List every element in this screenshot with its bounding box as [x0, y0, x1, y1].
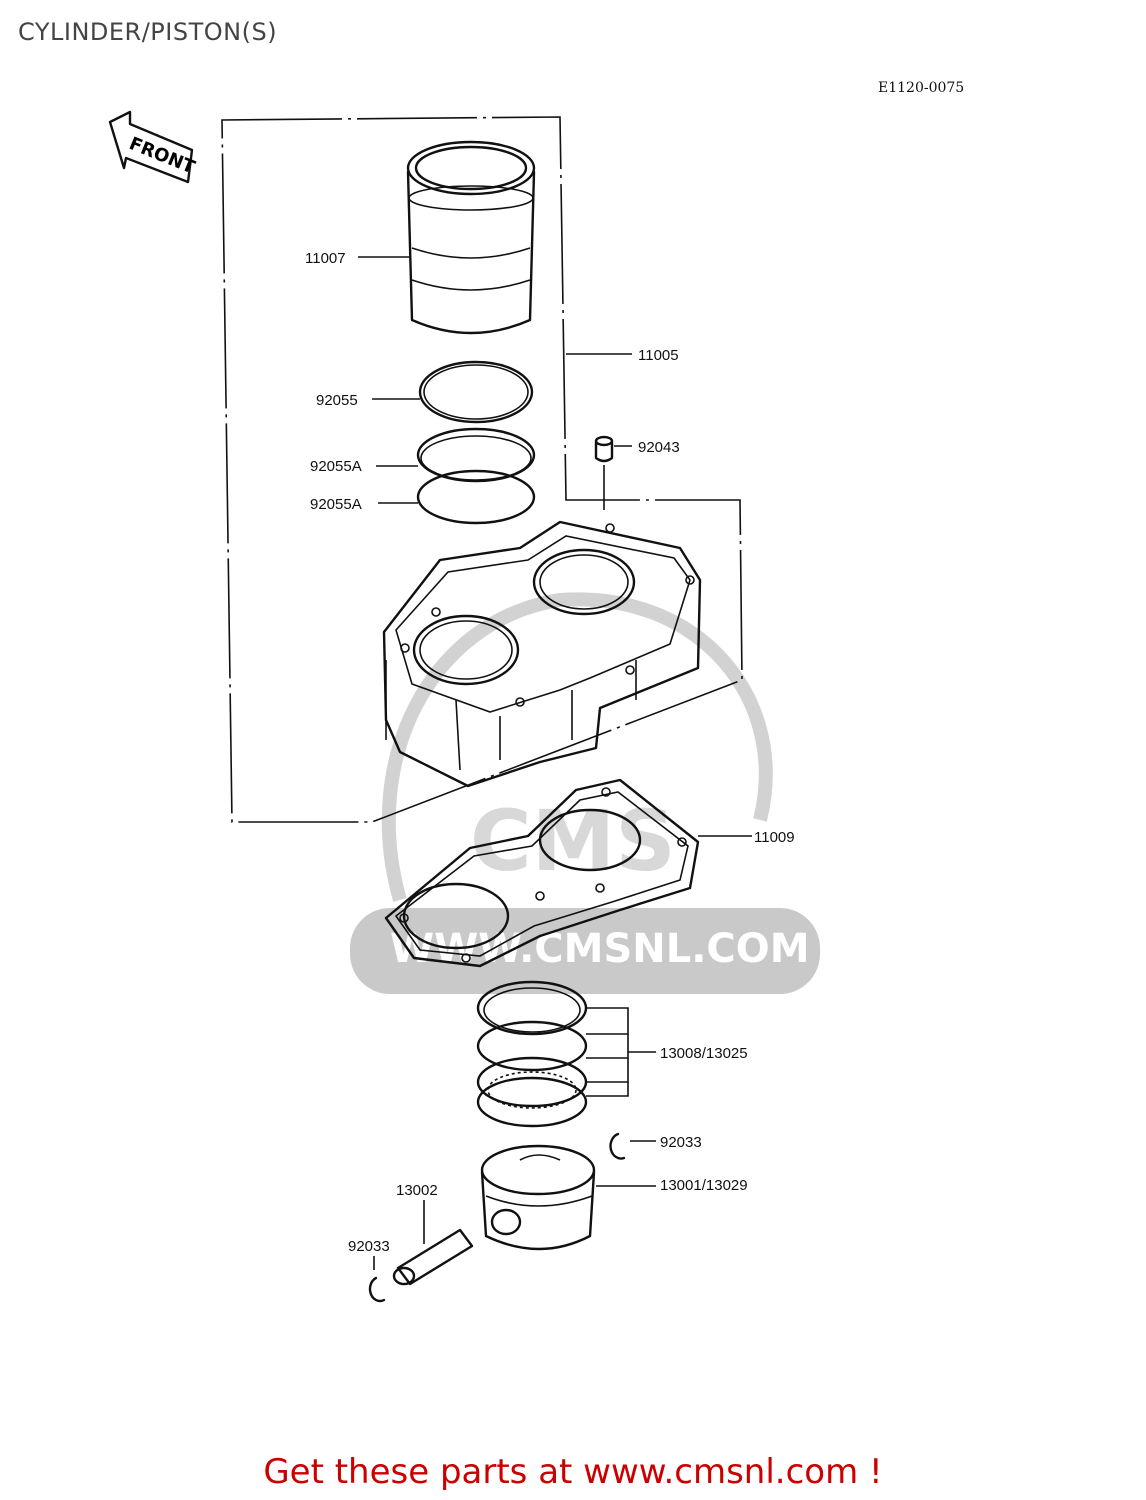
- front-arrow-icon: FRONT: [108, 110, 198, 184]
- callout-13002: 13002: [396, 1182, 438, 1199]
- callout-11009: 11009: [754, 829, 795, 846]
- o-ring-92055a: [416, 427, 536, 525]
- dowel-pin-92043: [594, 435, 614, 510]
- cylinder-block: [382, 520, 702, 788]
- diagram-code: E1120-0075: [878, 80, 965, 96]
- circlip-92033-left: [368, 1276, 386, 1303]
- callout-92055a-2: 92055A: [310, 496, 362, 513]
- callout-11007: 11007: [305, 250, 346, 267]
- watermark-arc: [381, 592, 773, 902]
- o-ring-92055: [418, 360, 534, 424]
- callout-92033-left: 92033: [348, 1238, 390, 1255]
- piston-13001: [480, 1144, 596, 1251]
- callout-13008-13025: 13008/13025: [660, 1045, 748, 1062]
- base-gasket-11009: [384, 778, 700, 968]
- watermark: CMS WWW.CMSNL.COM: [350, 592, 820, 994]
- callout-92055a-1: 92055A: [310, 458, 362, 475]
- cylinder-sleeve-11007: [406, 140, 536, 335]
- callout-11005: 11005: [638, 347, 679, 364]
- promo-link[interactable]: Get these parts at www.cmsnl.com !: [263, 1452, 883, 1492]
- leader-lines: [358, 256, 752, 1270]
- callout-13001-13029: 13001/13029: [660, 1177, 748, 1194]
- callout-92033-right: 92033: [660, 1134, 702, 1151]
- piston-pin-13002: [392, 1228, 474, 1286]
- callout-92055: 92055: [316, 392, 358, 409]
- page-title: CYLINDER/PISTON(S): [18, 18, 278, 46]
- cylinder-assembly-outline: [221, 116, 743, 823]
- callout-92043: 92043: [638, 439, 680, 456]
- piston-rings-13008: [476, 980, 588, 1128]
- circlip-92033-right: [609, 1132, 626, 1160]
- watermark-banner: [350, 908, 820, 994]
